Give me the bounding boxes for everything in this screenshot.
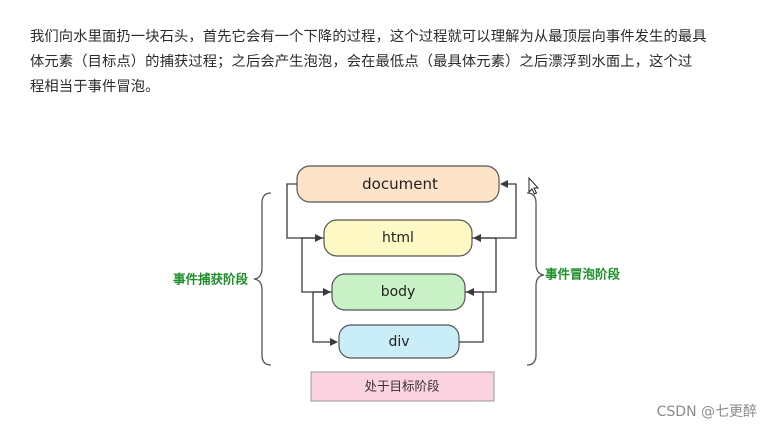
capture-phase-label: 事件捕获阶段: [173, 272, 249, 287]
div-node-label: div: [388, 334, 409, 350]
paragraph-line: 体元素（目标点）的捕获过程；之后会产生泡泡，会在最低点（最具体元素）之后漂浮到水…: [30, 54, 693, 70]
capture-arrow-body-div: [312, 291, 338, 346]
html-node-label: html: [382, 230, 414, 246]
bubble-arrow-html-document: [472, 180, 517, 239]
intro-paragraph: 我们向水里面扔一块石头，首先它会有一个下降的过程，这个过程就可以理解为从最顶层向…: [30, 25, 754, 100]
paragraph-line: 我们向水里面扔一块石头，首先它会有一个下降的过程，这个过程就可以理解为从最顶层向…: [30, 29, 707, 45]
bubble-brace: [526, 192, 545, 366]
body-node-label: body: [381, 284, 416, 300]
target-phase-label: 处于目标阶段: [364, 379, 439, 394]
capture-brace: [253, 192, 272, 366]
watermark: CSDN @七更醉: [656, 404, 757, 420]
paragraph-line: 程相当于事件冒泡。: [30, 79, 160, 95]
target-phase-box: [310, 371, 495, 402]
bubble-phase-label: 事件冒泡阶段: [545, 267, 621, 282]
document-node-label: document: [362, 175, 438, 193]
mouse-cursor-icon: [528, 176, 540, 195]
